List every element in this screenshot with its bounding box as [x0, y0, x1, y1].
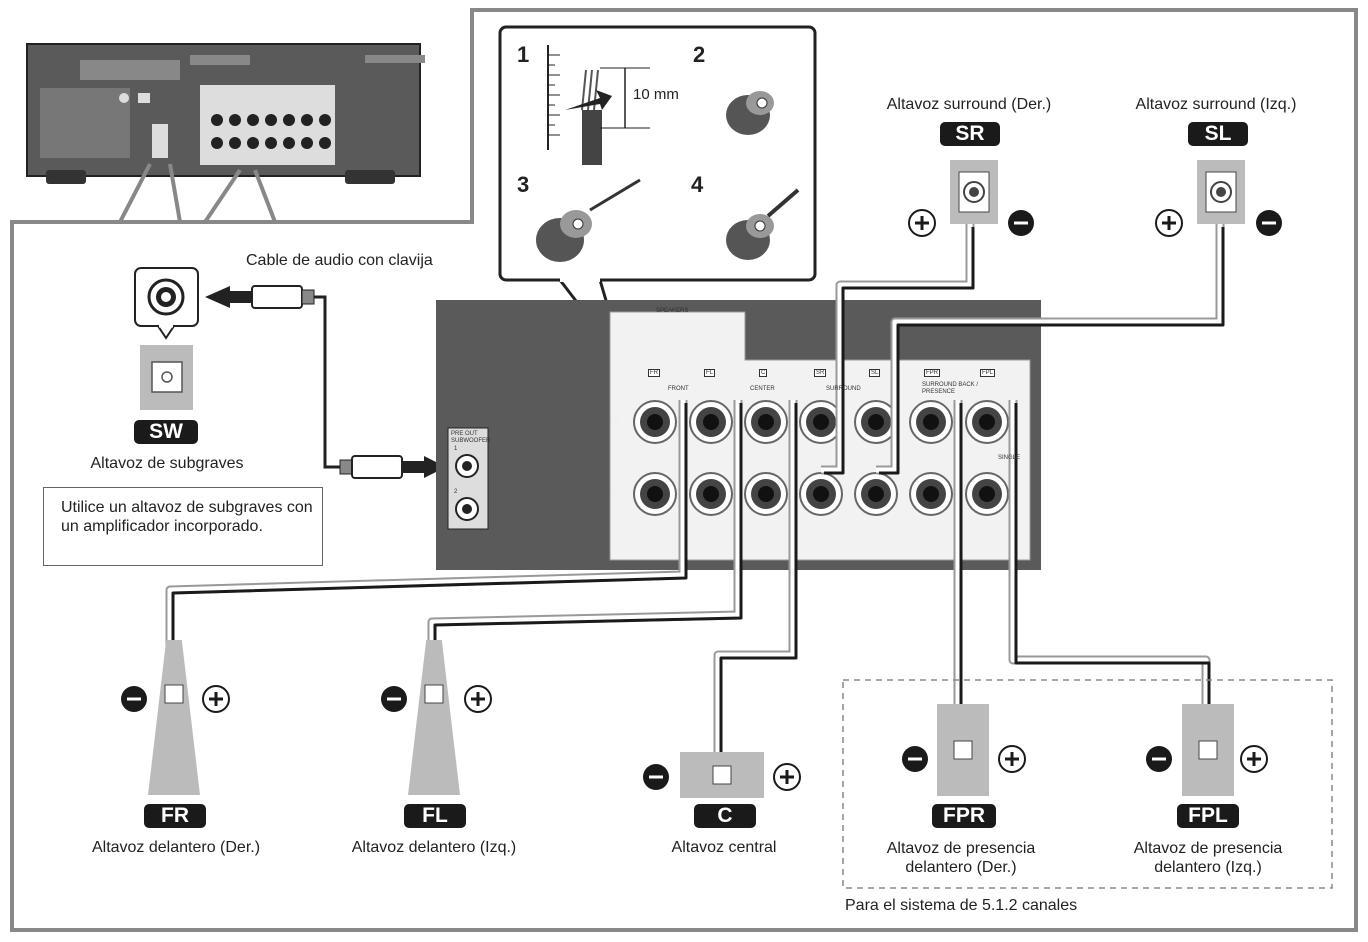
- sl-plus-v: [1167, 216, 1171, 230]
- fl-minus-bar: [387, 697, 401, 701]
- channel-tag: FPR: [924, 369, 940, 377]
- terminal-hole: [868, 486, 884, 502]
- sr-badge: SR: [940, 122, 1000, 146]
- wire-fpl-core: [1014, 403, 1211, 758]
- c-badge: C: [694, 804, 756, 828]
- center-label: Altavoz central: [671, 839, 777, 856]
- subwoofer-note-box: Utilice un altavoz de subgraves con un a…: [43, 487, 323, 566]
- panel-preout-2: 2: [454, 489, 458, 495]
- wire-fpl-casing: [1008, 400, 1211, 755]
- channel-tag: SR: [814, 369, 827, 377]
- strip-length-label: 10 mm: [633, 86, 679, 103]
- wire-sl-core: [879, 227, 1225, 475]
- fpr-plus-v: [1010, 752, 1014, 766]
- terminal-hole: [703, 486, 719, 502]
- sr-speaker-cone: [969, 187, 979, 197]
- terminal-hole: [813, 486, 829, 502]
- fr-minus-bar: [127, 697, 141, 701]
- c-minus-bar: [649, 775, 663, 779]
- fpl-badge: FPL: [1177, 804, 1239, 828]
- fpr-minus-bar: [908, 757, 922, 761]
- sr-minus-bar: [1014, 221, 1028, 225]
- sl-minus-bar: [1262, 221, 1276, 225]
- terminal-hole: [647, 414, 663, 430]
- fpr-badge: FPR: [932, 804, 996, 828]
- panel-back-presence-label: SURROUND BACK / PRESENCE: [922, 382, 979, 395]
- fpl-plus-v: [1252, 752, 1256, 766]
- fpl-minus-bar: [1152, 757, 1166, 761]
- panel-speakers-label: SPEAKERS: [656, 308, 689, 314]
- panel-preout-1: 1: [454, 446, 458, 452]
- wire-c-outer: [715, 400, 796, 775]
- terminal-hole: [979, 486, 995, 502]
- wire-sr-outer: [821, 224, 973, 473]
- group-note: Para el sistema de 5.1.2 canales: [845, 897, 1078, 914]
- cable-label: Cable de audio con clavija: [246, 252, 433, 269]
- front-right-label: Altavoz delantero (Der.): [91, 839, 261, 856]
- fl-plus-v: [476, 692, 480, 706]
- fr-plus-v: [214, 692, 218, 706]
- fr-badge: FR: [144, 804, 206, 828]
- fpl-speaker-terminal: [1198, 740, 1218, 760]
- fl-speaker-body: [408, 640, 460, 795]
- surround-right-label: Altavoz surround (Der.): [886, 96, 1052, 113]
- speakers-layer: [121, 160, 1282, 798]
- subwoofer-label: Altavoz de subgraves: [90, 455, 244, 472]
- fpr-speaker-terminal: [953, 740, 973, 760]
- sr-plus-v: [920, 216, 924, 230]
- terminal-hole: [979, 414, 995, 430]
- sl-speaker-cone: [1216, 187, 1226, 197]
- terminal-hole: [758, 486, 774, 502]
- panel-preout-label: PRE OUT SUBWOOFER: [451, 431, 491, 444]
- surround-left-label: Altavoz surround (Izq.): [1135, 96, 1297, 113]
- step-3-number: 3: [517, 172, 530, 197]
- panel-minus-label: −: [612, 485, 621, 501]
- panel-front-label: FRONT: [668, 386, 689, 392]
- receiver-thumbnail: [26, 43, 425, 224]
- fr-speaker-body: [148, 640, 200, 795]
- steps-box: [498, 25, 817, 366]
- sw-badge: SW: [134, 420, 198, 444]
- terminal-hole: [703, 414, 719, 430]
- c-plus-v: [785, 770, 789, 784]
- sl-badge: SL: [1188, 122, 1248, 146]
- c-speaker-terminal: [712, 765, 732, 785]
- terminal-hole: [813, 414, 829, 430]
- terminal-hole: [868, 414, 884, 430]
- channel-tag: FL: [704, 369, 716, 377]
- presence-right-label: Altavoz de presencia delantero (Der.): [886, 840, 1036, 876]
- wire-sr-core: [824, 227, 975, 475]
- terminal-hole: [923, 486, 939, 502]
- wire-fpl-outer: [1010, 400, 1209, 755]
- front-left-label: Altavoz delantero (Izq.): [351, 839, 517, 856]
- fr-speaker-terminal: [164, 684, 184, 704]
- fl-speaker-terminal: [424, 684, 444, 704]
- step-1-number: 1: [517, 42, 530, 67]
- presence-group-box: [842, 679, 1333, 889]
- panel-single-label: SINGLE: [998, 455, 1021, 461]
- channel-tag: FR: [648, 369, 660, 377]
- channel-tag: C: [759, 369, 768, 377]
- subwoofer-note: Utilice un altavoz de subgraves con un a…: [61, 499, 313, 535]
- wire-sl-outer: [876, 224, 1223, 473]
- terminal-hole: [923, 414, 939, 430]
- step-2-number: 2: [693, 42, 706, 67]
- terminal-hole: [647, 486, 663, 502]
- wire-c-core: [719, 403, 798, 778]
- speaker-terminals: [633, 400, 1009, 516]
- panel-plus-label: +: [612, 412, 621, 428]
- terminal-hole: [758, 414, 774, 430]
- subwoofer-cable: [205, 285, 446, 479]
- fl-badge: FL: [404, 804, 466, 828]
- panel-center-label: CENTER: [750, 386, 775, 392]
- subwoofer-icon: [134, 267, 199, 410]
- outer-frame: [10, 8, 1358, 932]
- presence-left-label: Altavoz de presencia delantero (Izq.): [1133, 840, 1283, 876]
- channel-tag: SL: [869, 369, 881, 377]
- channel-tag: FPL: [980, 369, 996, 377]
- step-4-number: 4: [691, 172, 704, 197]
- panel-surround-label: SURROUND: [826, 386, 861, 392]
